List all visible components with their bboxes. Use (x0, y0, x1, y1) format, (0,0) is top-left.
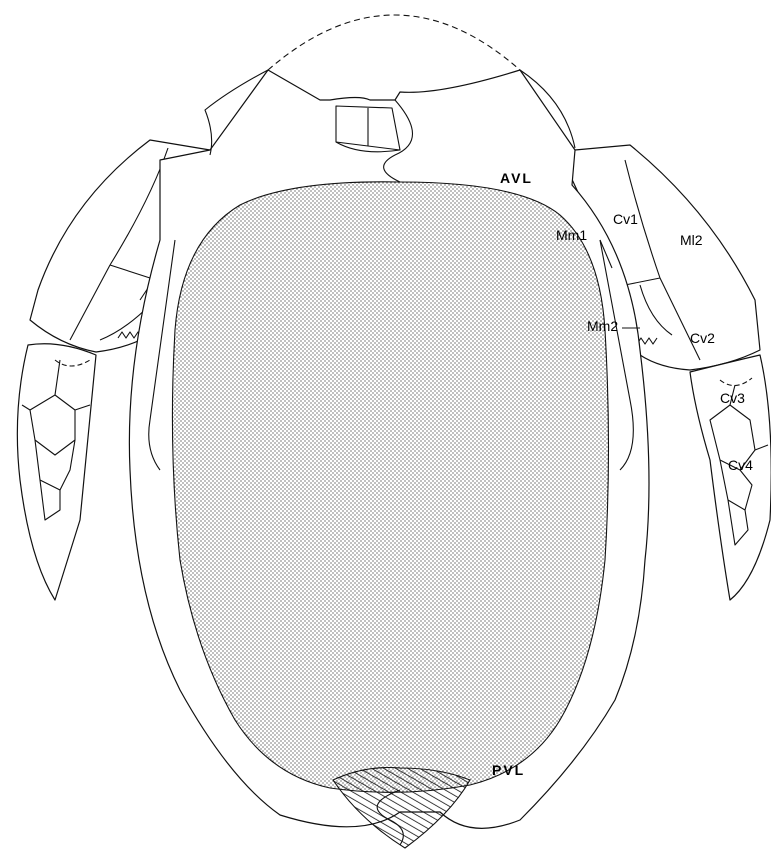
label-mm1: Mm1 (556, 227, 587, 243)
stippled-central-area (172, 182, 608, 792)
label-pvl: PVL (492, 762, 525, 778)
label-cv4: Cv4 (728, 457, 753, 473)
label-ml2: Ml2 (680, 232, 703, 248)
left-distal-fin (17, 344, 96, 600)
label-cv2: Cv2 (690, 330, 715, 346)
anterior-margin-dashed (268, 15, 520, 70)
label-cv3: Cv3 (720, 390, 745, 406)
label-avl: AVL (500, 170, 533, 186)
label-cv1: Cv1 (613, 211, 638, 227)
label-mm2: Mm2 (587, 318, 618, 334)
